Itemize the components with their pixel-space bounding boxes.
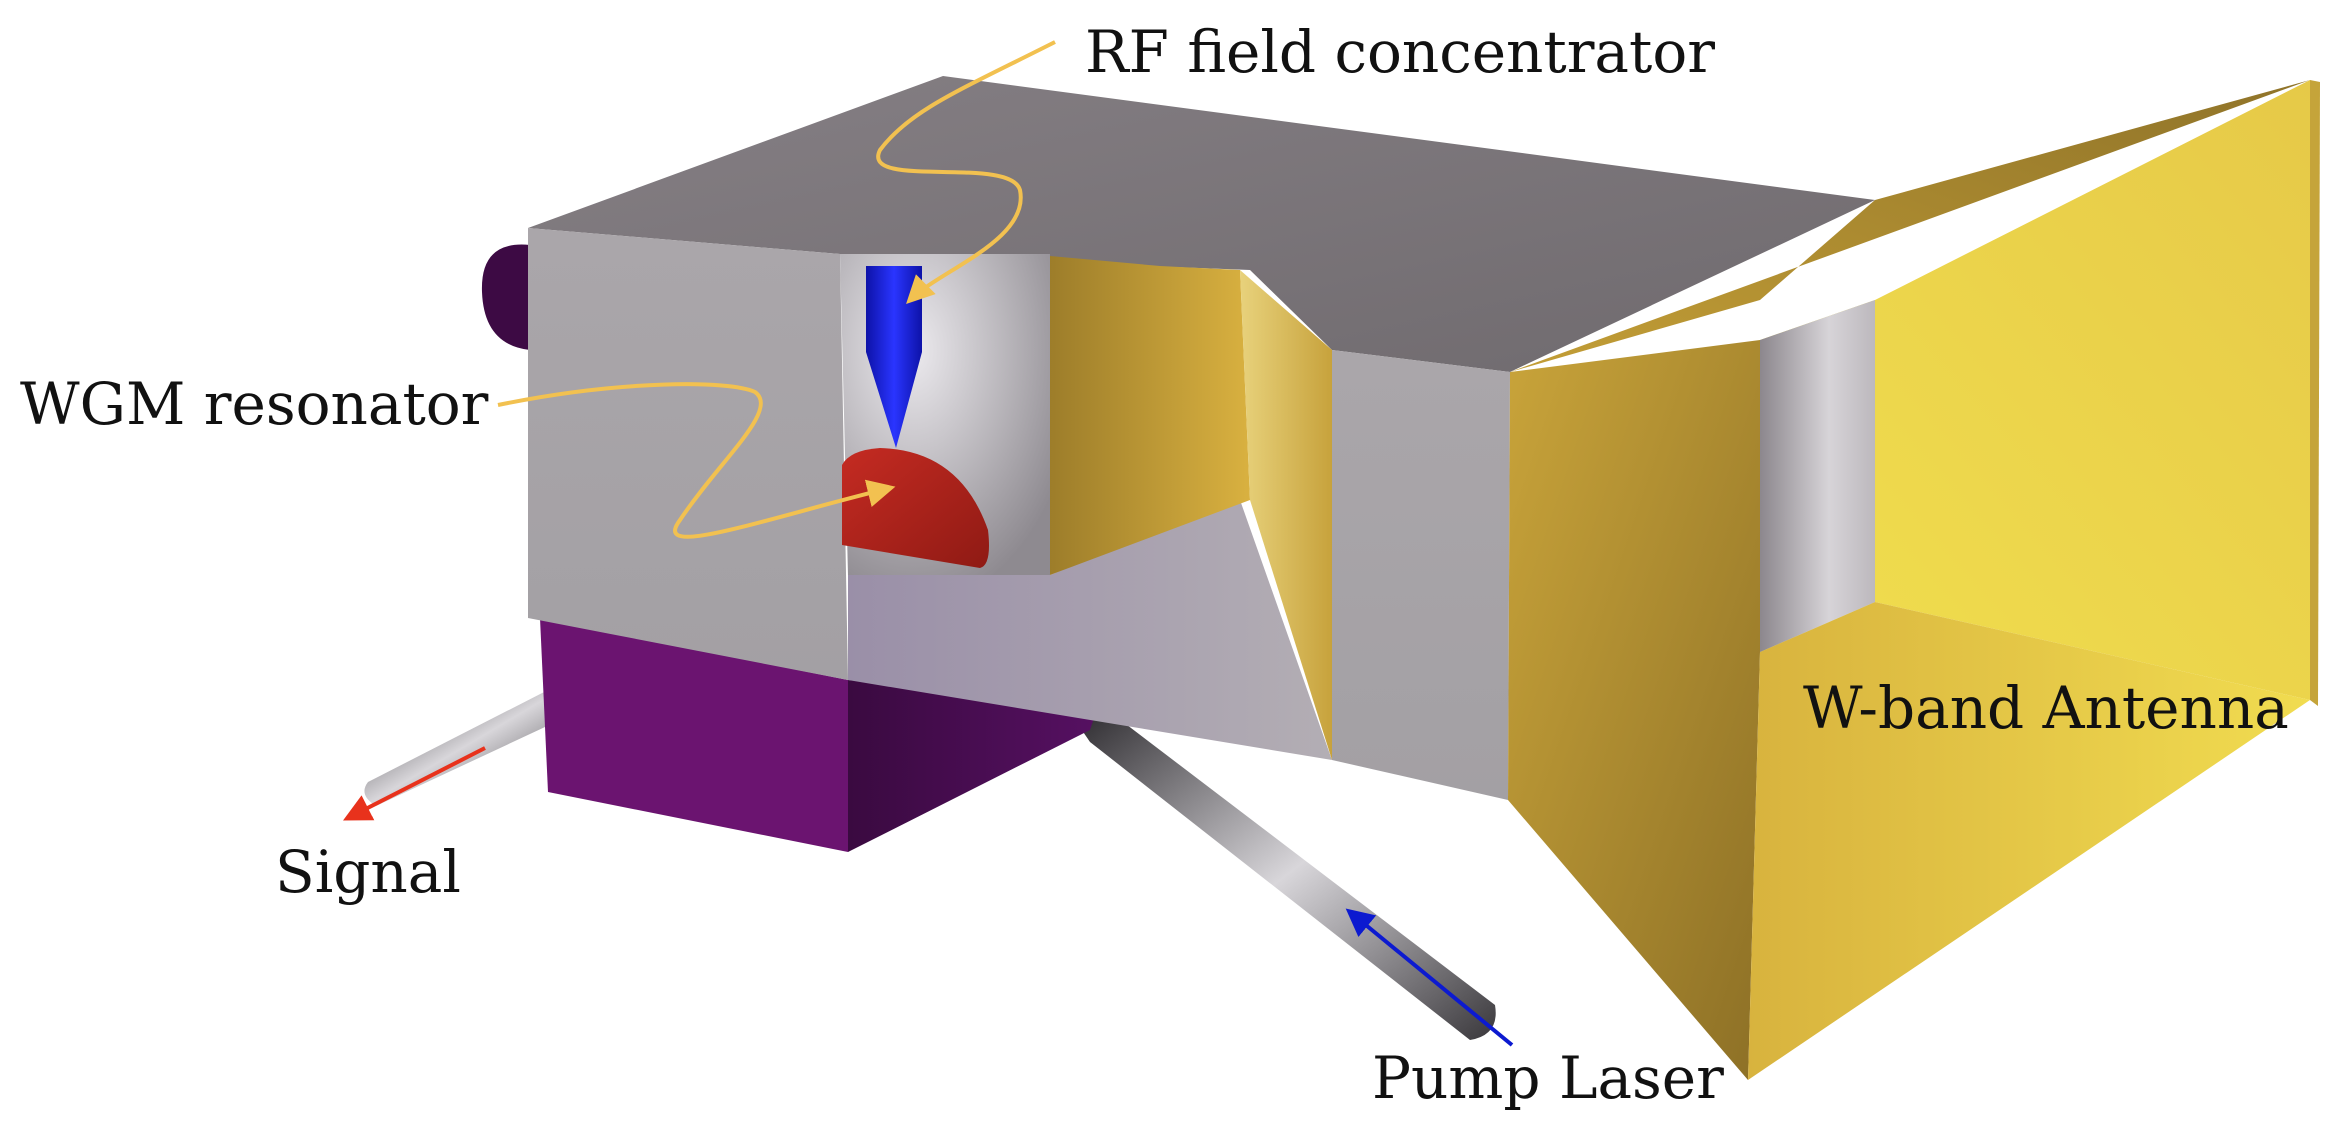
rf-concentrator-label: RF field concentrator xyxy=(1085,18,1715,86)
pump-laser-label: Pump Laser xyxy=(1372,1044,1724,1112)
back-connector xyxy=(481,244,530,350)
horn-antenna xyxy=(1508,80,2320,1080)
gold-waveguide-slope xyxy=(1240,270,1332,760)
pump-laser-fiber xyxy=(1075,712,1496,1040)
antenna-label: W-band Antenna xyxy=(1803,674,2289,742)
signal-fiber xyxy=(364,690,560,806)
horn-rim-right xyxy=(2310,80,2320,706)
purple-base-front xyxy=(540,618,848,852)
housing-front-right xyxy=(1332,350,1510,800)
wgm-resonator-label: WGM resonator xyxy=(20,370,489,438)
rf-concentrator-callout-line xyxy=(876,40,1056,304)
pump-laser-arrow xyxy=(1345,908,1514,1047)
housing-front-left xyxy=(528,228,848,680)
signal-arrow xyxy=(343,746,486,821)
horn-bottom-face xyxy=(1748,602,2310,1080)
wgm-resonator xyxy=(842,448,989,568)
signal-label: Signal xyxy=(275,838,461,906)
horn-throat xyxy=(1760,300,1875,652)
gold-waveguide-wall xyxy=(1050,256,1250,575)
horn-inner-face xyxy=(1760,80,2310,700)
housing-top-face xyxy=(528,76,1875,372)
cavity-floor xyxy=(848,500,1332,760)
purple-base-side xyxy=(848,680,1100,852)
wgm-callout-line xyxy=(497,382,896,539)
horn-top-face xyxy=(1510,80,2310,372)
horn-left-face xyxy=(1508,340,1760,1080)
